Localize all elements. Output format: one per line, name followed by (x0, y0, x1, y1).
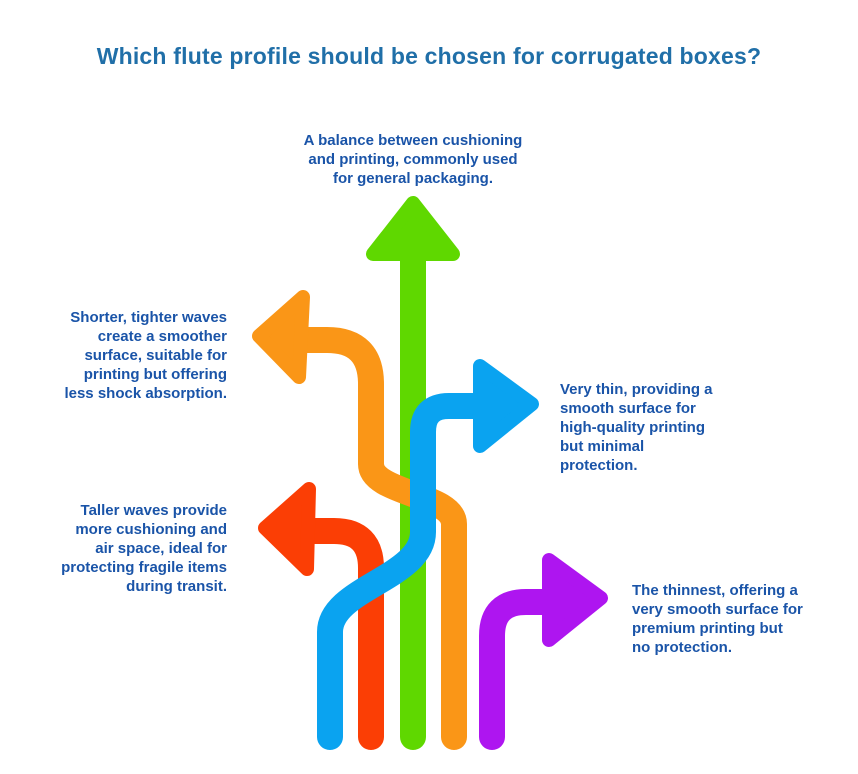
page-title: Which flute profile should be chosen for… (96, 43, 762, 69)
note-orange-shorter-waves: Shorter, tighter waves create a smoother… (37, 308, 227, 403)
note-line: air space, ideal for (95, 540, 227, 557)
note-line: and printing, commonly used (308, 151, 518, 168)
orange-left-arrow-head-icon (252, 290, 310, 384)
note-line: The thinnest, offering a (632, 582, 798, 599)
note-line: more cushioning and (75, 521, 227, 538)
red-left-arrow-head-icon (258, 482, 316, 576)
note-blue-very-thin: Very thin, providing a smooth surface fo… (560, 380, 745, 475)
note-line: smooth surface for (560, 400, 696, 417)
blue-right-arrow-shaft (317, 393, 493, 750)
note-line: premium printing but (632, 620, 783, 637)
note-line: printing but offering (83, 366, 227, 383)
note-line: during transit. (126, 578, 227, 595)
note-line: A balance between cushioning (303, 132, 523, 149)
orange-left-arrow-shaft (290, 327, 467, 750)
blue-right-arrow-head-icon (473, 359, 539, 453)
note-line: very smooth surface for (632, 601, 803, 618)
note-line: for general packaging. (332, 170, 494, 187)
purple-right-arrow-head-icon (542, 553, 608, 647)
note-line: create a smoother (97, 328, 227, 345)
note-line: Shorter, tighter waves (70, 309, 227, 326)
note-line: high-quality printing (560, 419, 705, 436)
green-up-arrow-head-icon (366, 196, 460, 261)
note-line: less shock absorption. (64, 385, 227, 402)
note-line: Taller waves provide (80, 502, 227, 519)
note-line: but minimal (560, 438, 645, 455)
note-line: Very thin, providing a (560, 381, 713, 398)
red-left-arrow-shaft (298, 518, 384, 750)
note-line: surface, suitable for (84, 347, 227, 364)
purple-right-arrow-shaft (479, 589, 562, 750)
note-green-general-packaging: A balance between cushioning and printin… (283, 131, 543, 188)
note-line: no protection. (632, 639, 732, 656)
note-purple-thinnest: The thinnest, offering a very smooth sur… (632, 581, 827, 657)
note-line: protection. (560, 457, 638, 474)
note-red-taller-waves: Taller waves provide more cushioning and… (37, 501, 227, 596)
note-line: protecting fragile items (61, 559, 227, 576)
